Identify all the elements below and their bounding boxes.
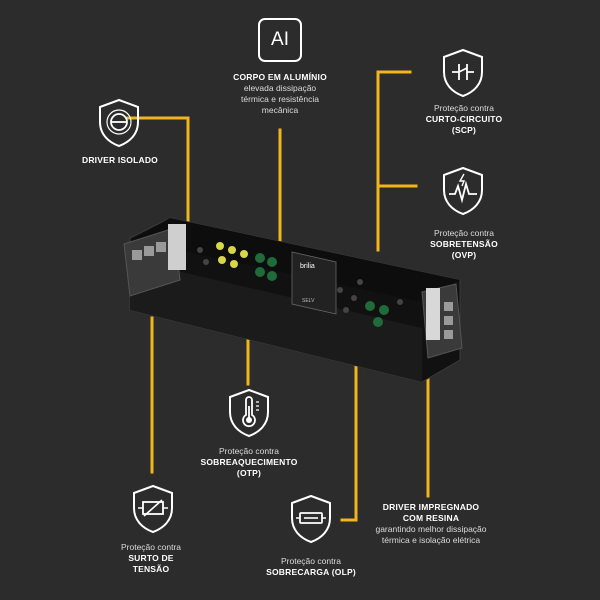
- otp-label: Proteção contra SOBREAQUECIMENTO (OTP): [186, 446, 312, 479]
- aluminum-badge-icon: AI: [258, 18, 302, 62]
- selv-mark: SELV: [302, 298, 315, 304]
- ovp-code: (OVP): [451, 250, 477, 260]
- olp-pre: Proteção contra: [280, 556, 341, 566]
- aluminum-desc-3: mecânica: [261, 105, 299, 115]
- resin-desc-2: térmica e isolação elétrica: [381, 535, 481, 545]
- ovp-pre: Proteção contra: [433, 228, 494, 238]
- ovp-label: Proteção contra SOBRETENSÃO (OVP): [404, 228, 524, 261]
- olp-title: SOBRECARGA (OLP): [266, 567, 356, 577]
- otp-pre: Proteção contra: [218, 446, 279, 456]
- overheat-shield-icon: [229, 388, 269, 438]
- isolated-shield-icon: [99, 98, 139, 148]
- surge-pre: Proteção contra: [120, 542, 181, 552]
- line-scp: [376, 70, 412, 252]
- overvoltage-shield-icon: [443, 166, 483, 216]
- isolated-label: DRIVER ISOLADO: [60, 155, 180, 166]
- aluminum-title: CORPO EM ALUMÍNIO: [233, 72, 327, 82]
- surge-shield-icon: [133, 484, 173, 534]
- resin-label: DRIVER IMPREGNADO COM RESINA garantindo …: [372, 502, 490, 546]
- scp-pre: Proteção contra: [433, 103, 494, 113]
- otp-title: SOBREAQUECIMENTO: [200, 457, 298, 467]
- brand-label: brilia: [300, 263, 315, 270]
- surge-label: Proteção contra SURTO DE TENSÃO: [96, 542, 206, 575]
- surge-title-1: SURTO DE: [128, 553, 174, 563]
- overload-shield-icon: [291, 494, 331, 544]
- ovp-title: SOBRETENSÃO: [430, 239, 498, 249]
- olp-label: Proteção contra SOBRECARGA (OLP): [246, 556, 376, 578]
- otp-code: (OTP): [236, 468, 262, 478]
- resin-desc-1: garantindo melhor dissipação: [375, 524, 487, 534]
- short-circuit-shield-icon: [443, 48, 483, 98]
- aluminum-label: CORPO EM ALUMÍNIO elevada dissipação tér…: [215, 72, 345, 116]
- line-isolated: [126, 116, 190, 224]
- led-driver-product: brilia SELV: [123, 217, 463, 383]
- aluminum-desc-1: elevada dissipação: [243, 83, 317, 93]
- scp-title: CURTO-CIRCUITO: [425, 114, 503, 124]
- scp-label: Proteção contra CURTO-CIRCUITO (SCP): [404, 103, 524, 136]
- resin-title-2: COM RESINA: [402, 513, 460, 523]
- line-olp: [340, 364, 358, 522]
- aluminum-desc-2: térmica e resistência: [241, 94, 319, 104]
- isolated-title: DRIVER ISOLADO: [81, 155, 158, 165]
- aluminum-badge-text: AI: [271, 29, 289, 50]
- surge-title-2: TENSÃO: [132, 564, 170, 574]
- scp-code: (SCP): [451, 125, 477, 135]
- resin-title-1: DRIVER IMPREGNADO: [382, 502, 480, 512]
